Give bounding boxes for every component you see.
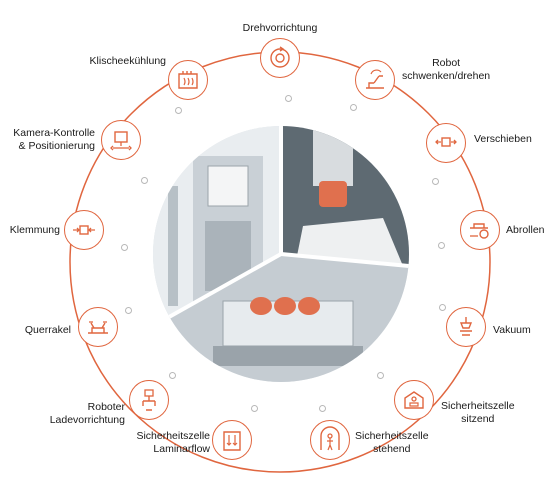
connector-dot: [376, 371, 384, 379]
feature-label: Abrollen: [506, 224, 545, 236]
feature-label: Drehvorrichtung: [242, 22, 318, 34]
rotation-icon: [270, 46, 290, 68]
connector-dot: [140, 176, 148, 184]
feature-label: Klemmung: [9, 224, 60, 236]
safety-cell-standing-icon: [320, 426, 340, 451]
connector-dot: [284, 94, 292, 102]
feature-node: [212, 420, 252, 460]
feature-node: [426, 123, 466, 163]
connector-dot: [349, 103, 357, 111]
shift-icon: [435, 137, 457, 147]
laminar-flow-icon: [223, 431, 241, 451]
feature-node: [64, 210, 104, 250]
cliche-cooling-icon: [178, 71, 198, 89]
connector-dot: [168, 371, 176, 379]
cross-doctor-blade-icon: [88, 321, 108, 334]
feature-node: [355, 60, 395, 100]
machine-photo-collage: [153, 126, 409, 382]
roll-off-icon: [470, 223, 489, 239]
feature-node: [260, 38, 300, 78]
robot-loader-icon: [142, 389, 156, 411]
feature-label: Klischeekühlung: [89, 55, 166, 67]
safety-cell-seated-icon: [404, 391, 424, 409]
feature-node: [310, 420, 350, 460]
feature-label: Vakuum: [493, 324, 531, 336]
connector-dot: [174, 106, 182, 114]
connector-dot: [120, 243, 128, 251]
camera-positioning-icon: [110, 131, 132, 151]
feature-node: [168, 60, 208, 100]
feature-label: Querrakel: [24, 324, 71, 336]
vacuum-icon: [459, 317, 473, 336]
feature-node: [394, 380, 434, 420]
connector-dot: [431, 177, 439, 185]
feature-node: [101, 120, 141, 160]
connector-dot: [437, 241, 445, 249]
feature-node: [78, 307, 118, 347]
feature-node: [460, 210, 500, 250]
clamping-icon: [73, 225, 95, 235]
connector-dot: [124, 306, 132, 314]
robot-swivel-icon: [366, 69, 384, 89]
feature-node: [129, 380, 169, 420]
feature-node: [446, 307, 486, 347]
feature-label: Verschieben: [474, 133, 532, 145]
connector-dot: [318, 404, 326, 412]
feature-label: Kamera-Kontrolle& Positionierung: [13, 127, 95, 152]
connector-dot: [438, 303, 446, 311]
connector-dot: [250, 404, 258, 412]
